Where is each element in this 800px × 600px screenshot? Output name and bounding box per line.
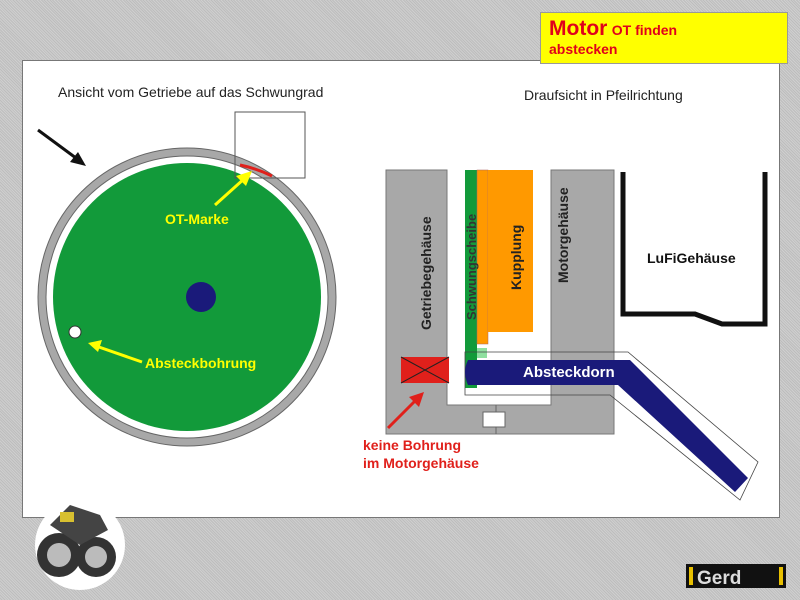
schwungscheibe [465,170,477,388]
schwungscheibe-label: Schwungscheibe [464,214,479,320]
gerd-logo: Gerd [686,564,786,589]
detail-box [234,111,306,179]
ot-mark [239,163,273,178]
lufi-label: LuFiGehäuse [647,250,736,266]
title-box: Motor OT finden abstecken [540,12,788,64]
ot-arrow-icon [213,171,252,207]
kupplung-label: Kupplung [508,225,524,290]
motorcycle-image [35,500,125,590]
title-sub1: OT finden [611,22,678,38]
ot-marke-label: OT-Marke [165,211,229,227]
right-caption: Draufsicht in Pfeilrichtung [524,87,683,103]
logo-text: Gerd [697,568,741,589]
seal [482,411,506,428]
keine-bohrung-1: keine Bohrung [363,437,461,453]
absteckdorn [465,360,748,492]
absteck-hole [68,325,82,339]
getriebegehaeuse-label: Getriebegehäuse [418,216,434,330]
keine-bohrung-arrow-icon [386,392,424,430]
bohrung-arrow-icon [88,340,143,364]
left-caption: Ansicht vom Getriebe auf das Schwungrad [58,84,324,100]
absteckdorn-label: Absteckdorn [523,364,615,381]
title-sub2: abstecken [549,41,618,57]
flywheel-hub [186,282,216,312]
absteckbohrung-label: Absteckbohrung [145,355,256,371]
view-direction-arrow-icon [37,128,86,166]
motorgehaeuse-label: Motorgehäuse [555,187,571,283]
lufi-housing [620,172,768,327]
blocked-hole-icon [400,356,450,384]
kupplung [488,170,533,332]
keine-bohrung-2: im Motorgehäuse [363,455,479,471]
title-main: Motor [549,17,608,40]
